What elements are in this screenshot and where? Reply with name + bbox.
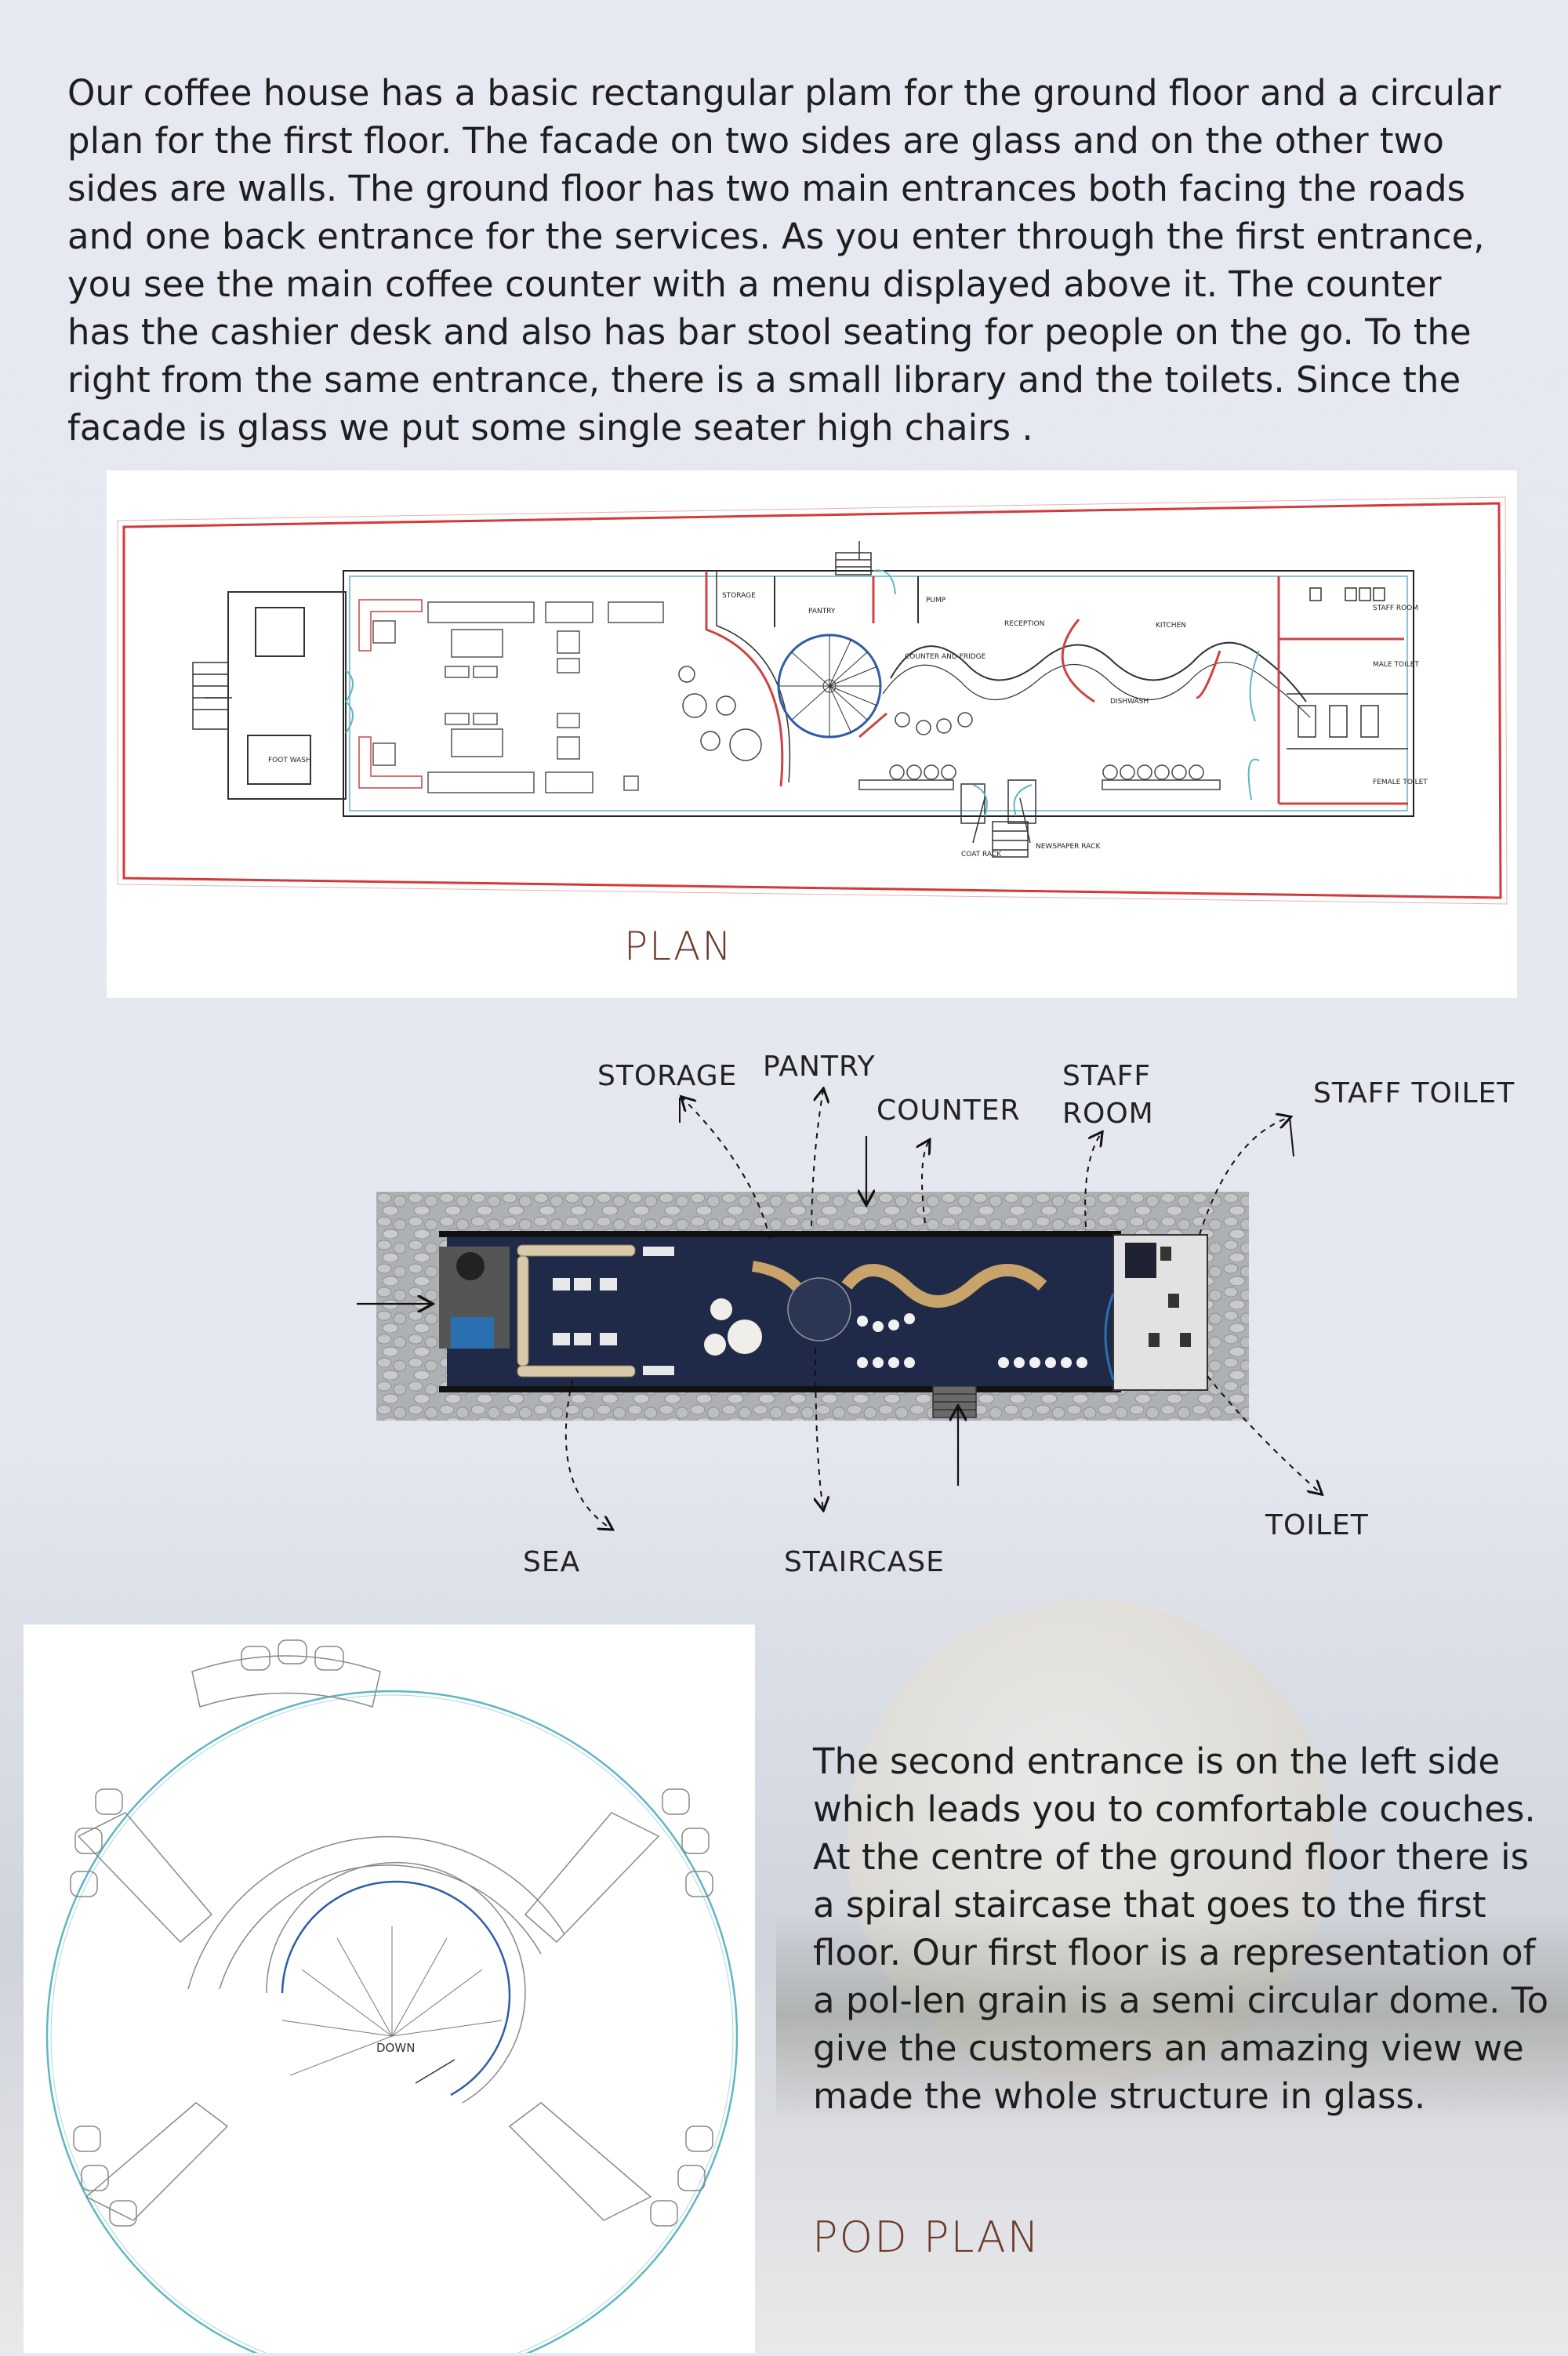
site-boundary: [122, 502, 1502, 899]
newspaper-rack-label: NEWSPAPER RACK: [1036, 843, 1101, 851]
male-toilet-label: MALE TOILET: [1373, 661, 1419, 669]
label-counter: COUNTER: [877, 1095, 1021, 1127]
kitchen-label: KITCHEN: [1156, 622, 1186, 630]
coat-rack-label: COAT RACK: [961, 851, 1002, 859]
pod-plan-title: POD PLAN: [812, 2213, 1041, 2262]
pump-label: PUMP: [926, 597, 946, 604]
spiral-staircase: [777, 633, 887, 739]
rendered-floor-plan: [376, 1192, 1249, 1421]
trees-photo: [776, 1913, 1568, 2117]
render-staircase: [787, 1277, 851, 1341]
top-steps: [835, 541, 896, 595]
label-storage: STORAGE: [597, 1060, 738, 1092]
pod-down-label: DOWN: [376, 2041, 415, 2055]
left-steps: [192, 662, 232, 730]
plan-drawing: FOOT WASH STORAGE: [107, 470, 1517, 998]
label-staff-1: STAFF: [1062, 1060, 1152, 1092]
reception-label: RECEPTION: [1004, 620, 1044, 628]
foot-wash: [247, 735, 311, 785]
plan-linework: FOOT WASH STORAGE: [117, 496, 1508, 905]
couch-area: [358, 599, 664, 793]
label-toilet: TOILET: [1265, 1509, 1369, 1541]
storage-label: STORAGE: [722, 592, 756, 600]
toilet-block: [1247, 576, 1408, 805]
label-pantry: PANTRY: [763, 1051, 876, 1083]
label-staircase: STAIRCASE: [784, 1546, 945, 1578]
pod-paragraph: The second entrance is on the left side …: [813, 1741, 1549, 2117]
pantry-label: PANTRY: [808, 608, 836, 615]
pod-linework: DOWN: [45, 1639, 739, 2356]
pod-plan-drawing: DOWN: [24, 1625, 755, 2356]
counter-label: COUNTER AND FRIDGE: [905, 653, 986, 661]
dishwash-label: DISHWASH: [1110, 698, 1149, 706]
staff-room-label: STAFF ROOM: [1373, 604, 1418, 612]
female-toilet-label: FEMALE TOILET: [1373, 779, 1428, 786]
dome-photo: [847, 1599, 1333, 2086]
label-staff-2: ROOM: [1062, 1098, 1154, 1130]
plan-title: PLAN: [624, 924, 733, 969]
foot-wash-label: FOOT WASH: [268, 757, 311, 764]
label-staff-toilet: STAFF TOILET: [1313, 1077, 1515, 1109]
intro-paragraph: Our coffee house has a basic rectangular…: [67, 72, 1501, 448]
label-sea: SEA: [523, 1546, 581, 1578]
bottom-entrance: [960, 779, 1036, 858]
bar-stools: [678, 666, 1221, 790]
